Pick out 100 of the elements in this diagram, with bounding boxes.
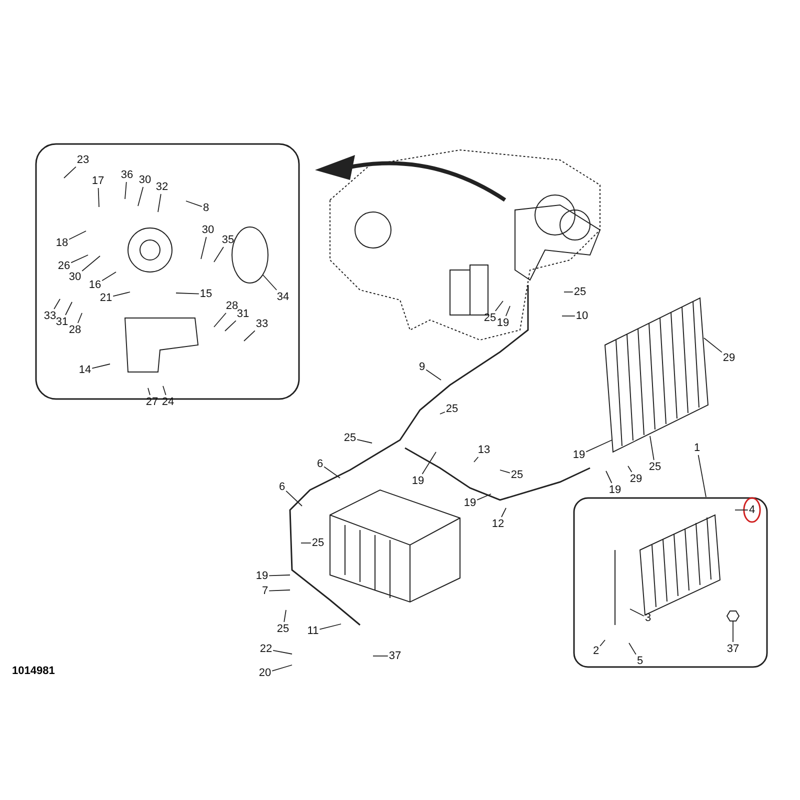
leader-line: [494, 300, 504, 312]
leader-line: [82, 256, 100, 272]
leader-line: [650, 436, 654, 460]
callout-number: 19: [496, 317, 510, 329]
callout-number: 31: [236, 308, 250, 320]
leader-line: [98, 188, 100, 208]
leader-line: [286, 490, 302, 506]
leader-line: [70, 254, 88, 264]
leader-line: [68, 230, 86, 240]
nut-drawing: [726, 610, 740, 622]
leader-line: [268, 590, 290, 592]
callout-number: 11: [307, 625, 319, 637]
drawing-number: 1014981: [12, 665, 55, 677]
leader-line: [214, 312, 226, 328]
callout-number: 24: [162, 396, 174, 408]
leader-line: [606, 470, 612, 484]
leader-line: [505, 306, 510, 316]
callout-number: 6: [316, 458, 324, 470]
callout-number: 30: [138, 174, 152, 186]
leader-line: [272, 664, 292, 672]
callout-number: 29: [630, 473, 642, 485]
callout-number: 25: [484, 312, 496, 324]
leader-line: [628, 642, 636, 655]
leader-line: [422, 452, 436, 474]
leader-line: [124, 182, 127, 200]
leader-line: [77, 312, 82, 324]
leader-line: [262, 274, 278, 290]
callout-number: 25: [446, 403, 458, 415]
callout-number: 4: [748, 504, 756, 516]
callout-number: 16: [88, 279, 102, 291]
leader-line: [92, 364, 110, 369]
callout-number: 23: [76, 154, 90, 166]
callout-number: 25: [344, 432, 356, 444]
leader-line: [214, 246, 224, 262]
callout-number: 20: [258, 667, 272, 679]
leader-line: [102, 272, 116, 282]
callout-number: 6: [278, 481, 286, 493]
callout-number: 25: [312, 537, 324, 549]
callout-number: 19: [572, 449, 586, 461]
callout-number: 25: [276, 623, 290, 635]
callout-number: 7: [262, 585, 268, 597]
leader-line: [186, 200, 202, 208]
callout-number: 8: [202, 202, 210, 214]
leader-line: [500, 470, 510, 474]
callout-number: 14: [78, 364, 92, 376]
callout-number: 19: [608, 484, 622, 496]
callout-number: 17: [92, 175, 104, 187]
callout-number: 15: [200, 288, 212, 300]
leader-line: [704, 338, 722, 353]
leader-line: [732, 620, 734, 642]
callout-number: 33: [256, 318, 268, 330]
callout-number: 21: [100, 292, 112, 304]
callout-number: 27: [146, 396, 158, 408]
callout-number: 12: [492, 518, 504, 530]
callout-number: 25: [574, 286, 586, 298]
leader-line: [698, 454, 706, 498]
callout-number: 18: [56, 237, 68, 249]
callout-number: 32: [156, 181, 168, 193]
callout-number: 3: [644, 612, 652, 624]
leader-line: [200, 236, 207, 260]
callout-number: 30: [202, 224, 214, 236]
leader-line: [272, 650, 292, 654]
callout-number: 9: [418, 361, 426, 373]
callout-number: 5: [636, 655, 644, 667]
leader-line: [630, 608, 644, 616]
callout-number: 10: [576, 310, 588, 322]
leader-line: [268, 574, 290, 576]
leader-line: [176, 292, 200, 294]
callout-number: 1: [694, 442, 700, 454]
leader-line: [112, 292, 130, 297]
callout-number: 34: [276, 291, 290, 303]
callout-number: 25: [648, 461, 662, 473]
callout-number: 31: [56, 316, 68, 328]
leader-line: [356, 439, 372, 444]
leader-line: [300, 542, 312, 544]
leader-line: [600, 640, 606, 646]
leader-line: [324, 466, 340, 478]
callout-number: 30: [68, 271, 82, 283]
callout-number: 37: [726, 643, 740, 655]
callout-number: 19: [464, 497, 476, 509]
leader-line: [54, 298, 60, 310]
leader-line: [319, 624, 342, 630]
leader-line: [158, 194, 162, 212]
leader-line: [64, 166, 76, 178]
callout-number: 29: [722, 352, 736, 364]
callout-number: 37: [388, 650, 402, 662]
callout-number: 36: [120, 169, 134, 181]
callout-number: 28: [68, 324, 82, 336]
leader-line: [440, 412, 446, 414]
leader-line: [586, 440, 612, 452]
leader-line: [138, 186, 144, 206]
callout-number: 2: [592, 645, 600, 657]
callout-number: 25: [510, 469, 524, 481]
callout-number: 26: [58, 260, 70, 272]
leader-line: [501, 508, 506, 518]
leader-line: [162, 386, 166, 396]
leader-line: [474, 456, 479, 462]
callout-number: 28: [226, 300, 238, 312]
callout-number: 19: [412, 475, 424, 487]
callout-number: 33: [44, 310, 56, 322]
